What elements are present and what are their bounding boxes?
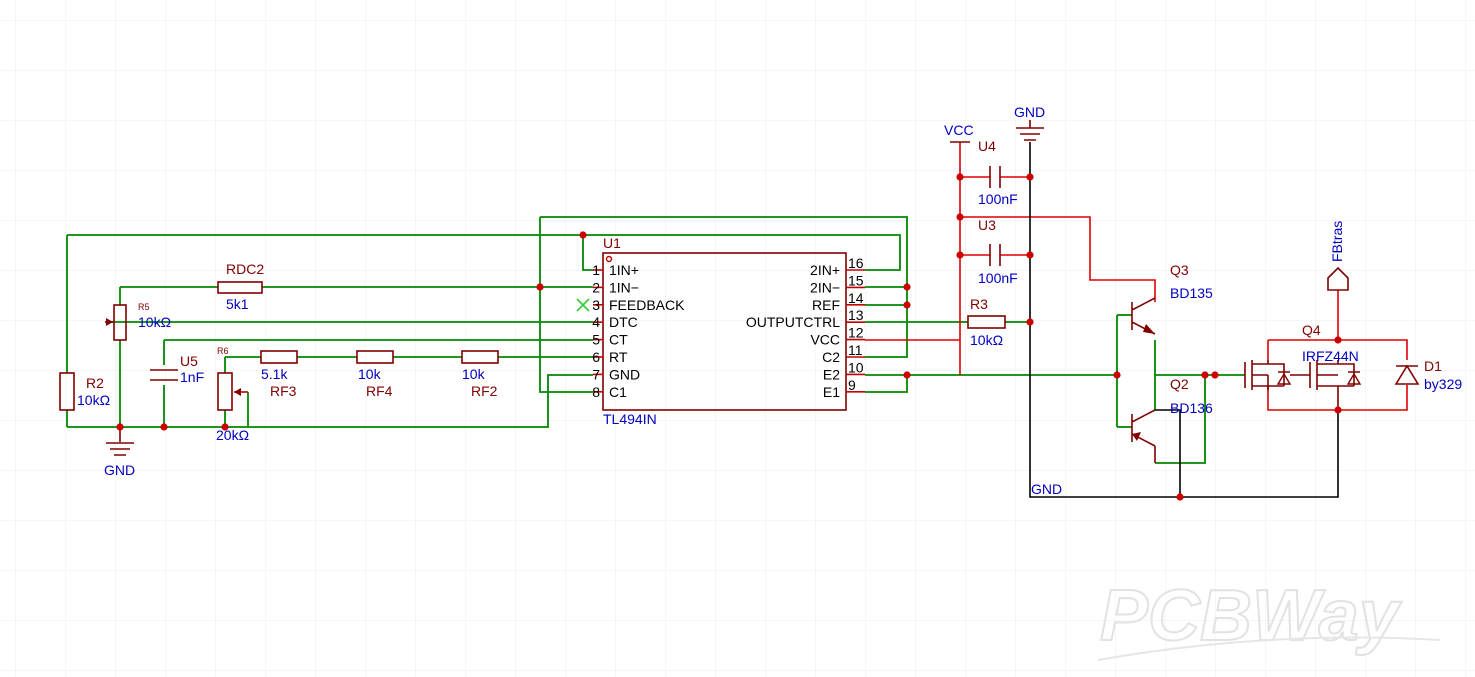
ic-ref: U1 xyxy=(603,235,621,251)
ic-part: TL494IN xyxy=(603,411,657,427)
net-port-fbtras[interactable]: FBtras xyxy=(1327,221,1349,291)
gnd-symbol-top: GND xyxy=(1014,104,1045,141)
pin-name: 2IN− xyxy=(810,279,840,295)
pin-name: GND xyxy=(609,366,640,382)
rdc2-value: 5k1 xyxy=(226,296,249,312)
q4-ref: Q4 xyxy=(1302,322,1321,338)
transistor-q3[interactable]: Q3 BD135 xyxy=(1131,262,1213,335)
resistor-r3[interactable]: R3 10kΩ xyxy=(967,296,1006,348)
rdc2-ref: RDC2 xyxy=(226,261,264,277)
pin-number: 8 xyxy=(592,384,600,400)
r3-ref: R3 xyxy=(970,296,988,312)
pin-name: E2 xyxy=(823,366,840,382)
gnd-bottom-label: GND xyxy=(1031,481,1062,497)
ic-u1[interactable]: U1 TL494IN 1 1IN+ 2 1IN− 3 FEEDBACK 4 DTC 5 CT 6 RT… xyxy=(592,235,865,427)
rf4-value: 10k xyxy=(358,366,382,382)
gnd-symbol-left: GND xyxy=(104,427,135,478)
pin-number: 4 xyxy=(592,314,600,330)
no-connect-marker xyxy=(576,298,590,312)
pin-number: 2 xyxy=(592,279,600,295)
u4-value: 100nF xyxy=(978,191,1018,207)
r5-value: 10kΩ xyxy=(138,314,171,330)
pin-number: 9 xyxy=(848,377,856,393)
q2-ref: Q2 xyxy=(1170,376,1189,392)
pin-name: 2IN+ xyxy=(810,262,840,278)
pin-name: E1 xyxy=(823,384,840,400)
pin-number: 13 xyxy=(848,307,864,323)
resistor-rf2[interactable]: 10k RF2 xyxy=(461,350,499,399)
u4-ref: U4 xyxy=(978,138,996,154)
rf4-ref: RF4 xyxy=(366,383,393,399)
rf2-value: 10k xyxy=(462,366,486,382)
rf2-ref: RF2 xyxy=(471,383,498,399)
capacitor-u5[interactable]: U5 1nF xyxy=(150,353,204,385)
pin-name: C1 xyxy=(609,384,627,400)
r2-ref: R2 xyxy=(86,375,104,391)
d1-ref: D1 xyxy=(1424,358,1442,374)
pin-name: FEEDBACK xyxy=(609,297,685,313)
watermark-text: PCBWay xyxy=(1100,576,1403,656)
r3-value: 10kΩ xyxy=(970,332,1003,348)
resistor-rdc2[interactable]: RDC2 5k1 xyxy=(217,261,264,312)
pin-number: 16 xyxy=(848,255,864,271)
resistor-rf4[interactable]: 10k RF4 xyxy=(356,350,394,399)
pin-name: REF xyxy=(812,297,840,313)
ic-left-pins: 1 1IN+ 2 1IN− 3 FEEDBACK 4 DTC 5 CT 6 RT 7 GND 8 C1 xyxy=(592,262,685,400)
pin-name: 1IN− xyxy=(609,279,639,295)
u5-ref: U5 xyxy=(180,353,198,369)
pin-name: OUTPUTCTRL xyxy=(746,314,840,330)
fbtras-label: FBtras xyxy=(1329,221,1345,262)
pcbway-watermark: PCBWay xyxy=(1097,575,1441,661)
pin-name: C2 xyxy=(822,349,840,365)
pin-number: 6 xyxy=(592,349,600,365)
potentiometer-r6[interactable]: R6 20kΩ xyxy=(216,346,249,443)
pin-number: 3 xyxy=(592,297,600,313)
capacitor-u4[interactable]: U4 100nF xyxy=(978,138,1018,207)
resistor-rf3[interactable]: 5.1k RF3 xyxy=(260,350,298,399)
diode-d1[interactable]: D1 by329 xyxy=(1394,358,1462,392)
pin-number: 11 xyxy=(848,342,863,358)
rf3-value: 5.1k xyxy=(261,366,288,382)
transistor-q2[interactable]: Q2 BD136 xyxy=(1131,376,1213,463)
capacitor-u3[interactable]: U3 100nF xyxy=(978,217,1018,286)
ic-right-pins: 16 2IN+ 15 2IN− 14 REF 13 OUTPUTCTRL 12 VCC 11 C2 10… xyxy=(746,255,865,400)
r5-ref: R5 xyxy=(138,302,150,312)
u3-ref: U3 xyxy=(978,217,996,233)
u3-value: 100nF xyxy=(978,270,1018,286)
q2-value: BD136 xyxy=(1170,400,1213,416)
gnd-top-label: GND xyxy=(1014,104,1045,120)
pin-number: 12 xyxy=(848,325,864,341)
resistor-r2[interactable]: R2 10kΩ xyxy=(59,372,110,411)
q4-value: IRFZ44N xyxy=(1302,348,1359,364)
pin-number: 14 xyxy=(848,290,864,306)
pin-name: CT xyxy=(609,332,628,348)
pin-number: 7 xyxy=(592,366,600,382)
pin-number: 10 xyxy=(848,359,864,375)
pin-number: 5 xyxy=(592,332,600,348)
rf3-ref: RF3 xyxy=(270,383,297,399)
r6-value: 20kΩ xyxy=(216,427,249,443)
pin-name: 1IN+ xyxy=(609,262,639,278)
pin-number: 1 xyxy=(592,262,600,278)
mosfet-q4[interactable]: Q4 IRFZ44N xyxy=(1244,322,1362,410)
potentiometer-r5[interactable]: R5 10kΩ xyxy=(105,302,171,341)
pin-name: RT xyxy=(609,349,628,365)
gnd-left-label: GND xyxy=(104,462,135,478)
r2-value: 10kΩ xyxy=(77,392,110,408)
q3-ref: Q3 xyxy=(1170,262,1189,278)
pin-name: VCC xyxy=(810,332,840,348)
r6-ref: R6 xyxy=(217,346,229,356)
vcc-symbol: VCC xyxy=(944,122,974,143)
pin-name: DTC xyxy=(609,314,638,330)
q3-value: BD135 xyxy=(1170,285,1213,301)
u5-value: 1nF xyxy=(180,369,204,385)
pin-number: 15 xyxy=(848,272,864,288)
d1-value: by329 xyxy=(1424,376,1462,392)
junction-dots xyxy=(116,173,1342,501)
wires-red xyxy=(865,142,1408,411)
vcc-label: VCC xyxy=(944,122,974,138)
